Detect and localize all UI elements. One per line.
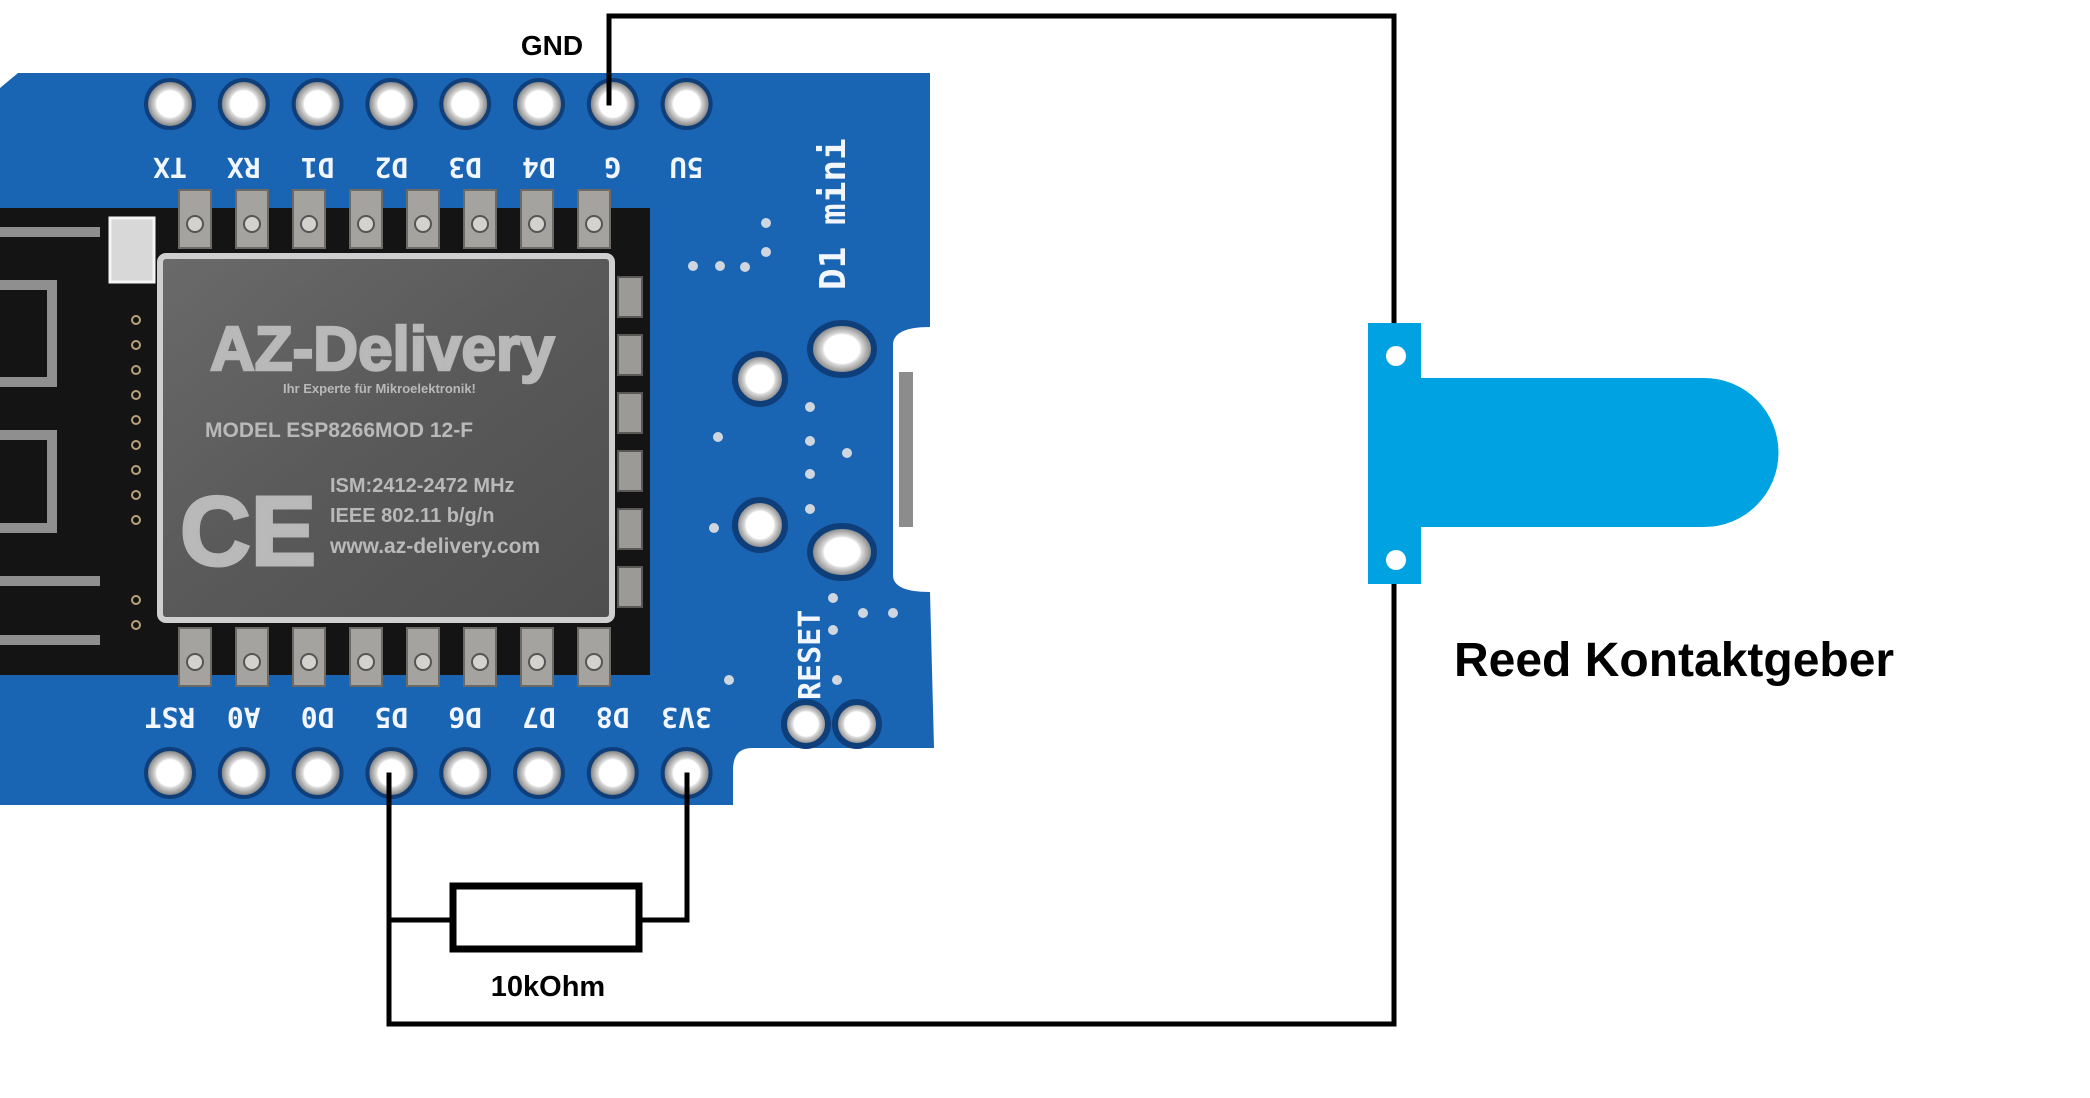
top-pin-label: RX (227, 151, 261, 184)
module-pad-hole (471, 653, 489, 671)
module-slogan: Ihr Experte für Mikroelektronik! (283, 381, 476, 396)
bottom-pin-label: D8 (596, 701, 630, 734)
bottom-pin-a0 (217, 747, 270, 799)
module-pad-hole (243, 215, 261, 233)
status-led (108, 216, 156, 284)
module-pad (577, 627, 611, 687)
reed-body (1421, 378, 1779, 527)
top-pin-rx (217, 78, 270, 130)
top-pin-label: 5U (670, 151, 704, 184)
bottom-pin-label: RST (145, 701, 196, 734)
module-pad-hole (300, 215, 318, 233)
bottom-pin-label: D6 (448, 701, 482, 734)
module-pad-hole (528, 215, 546, 233)
module-pad-hole (243, 653, 261, 671)
top-pin-label: G (604, 151, 621, 184)
module-pad-hole (414, 653, 432, 671)
bottom-pin-d6 (439, 747, 492, 799)
module-side-pad (617, 450, 643, 492)
reed-tab (1368, 323, 1421, 584)
bottom-pin-d7 (513, 747, 565, 799)
ce-mark: CE (180, 476, 316, 586)
bottom-header-pins: RST A0 D0 D5 D6 D7 D8 3V3 (144, 701, 713, 799)
bottom-pin-label: D7 (522, 701, 556, 734)
module-pad-hole (585, 215, 603, 233)
board-vias (688, 218, 898, 685)
module-pad-hole (528, 653, 546, 671)
module-pad-hole (585, 653, 603, 671)
module-side-pad (617, 508, 643, 550)
module-pad-hole (357, 215, 375, 233)
bottom-pin-d0 (291, 747, 344, 799)
top-pin-label: D3 (448, 151, 482, 184)
gnd-wire (606, 13, 1397, 328)
module-side-pad (617, 392, 643, 434)
module-pad-hole (357, 653, 375, 671)
top-pin-label: TX (153, 151, 187, 184)
top-pin-d3 (439, 78, 492, 130)
d1-mini-board: AZ-Delivery Ihr Experte für Mikroelektro… (0, 73, 934, 805)
reed-hole-top (1386, 346, 1406, 366)
bottom-pin-d8 (586, 747, 639, 799)
top-pin-d1 (291, 78, 344, 130)
module-pad (406, 189, 440, 249)
resistor-10kohm (449, 882, 643, 953)
antenna-trace (0, 227, 100, 645)
module-pads-right (617, 276, 643, 608)
reset-label: RESET (793, 610, 828, 700)
bottom-pin-label: D5 (375, 701, 409, 734)
module-pads-bottom (178, 627, 611, 687)
bottom-pin-label: D0 (301, 701, 335, 734)
resistor-lead-right (637, 772, 690, 923)
module-pads-top (178, 189, 611, 249)
module-pad-hole (186, 653, 204, 671)
signal-wire (386, 579, 1397, 1027)
top-pin-tx (144, 78, 196, 130)
module-brand: AZ-Delivery (210, 315, 555, 384)
module-side-pad (617, 334, 643, 376)
top-pin-g (586, 78, 639, 130)
board-name-label: D1 mini (813, 138, 854, 290)
top-pin-label: D4 (522, 151, 556, 184)
module-pad-hole (414, 215, 432, 233)
module-pad-hole (300, 653, 318, 671)
top-pin-d4 (513, 78, 565, 130)
module-side-pad (617, 276, 643, 318)
module-pad-hole (186, 215, 204, 233)
module-ieee: IEEE 802.11 b/g/n (330, 505, 495, 527)
module-url: www.az-delivery.com (329, 535, 540, 558)
resistor-label: 10kOhm (491, 971, 605, 1003)
top-pin-d2 (365, 78, 418, 130)
module-model: MODEL ESP8266MOD 12-F (205, 419, 473, 442)
top-pin-5u (660, 78, 713, 130)
usb-port (899, 372, 913, 527)
module-pad-hole (471, 215, 489, 233)
module-ism: ISM:2412-2472 MHz (330, 475, 515, 497)
wires (386, 13, 1397, 1027)
module-side-pad (617, 566, 643, 608)
top-header-pins: TX RX D1 D2 D3 D4 G 5U (144, 78, 713, 184)
module-vias (131, 315, 141, 630)
bottom-pin-label: A0 (227, 701, 261, 734)
reed-label: Reed Kontaktgeber (1454, 634, 1894, 687)
esp-metal-can (157, 253, 615, 623)
gnd-label: GND (521, 30, 583, 61)
bottom-pin-rst (144, 747, 196, 799)
module-pad (463, 189, 497, 249)
top-pin-label: D1 (301, 151, 335, 184)
top-pin-label: D2 (375, 151, 409, 184)
bottom-pin-label: 3V3 (661, 701, 712, 734)
board-mount-pads (732, 320, 882, 749)
reed-hole-bottom (1386, 550, 1406, 570)
reed-switch (1368, 323, 1779, 584)
